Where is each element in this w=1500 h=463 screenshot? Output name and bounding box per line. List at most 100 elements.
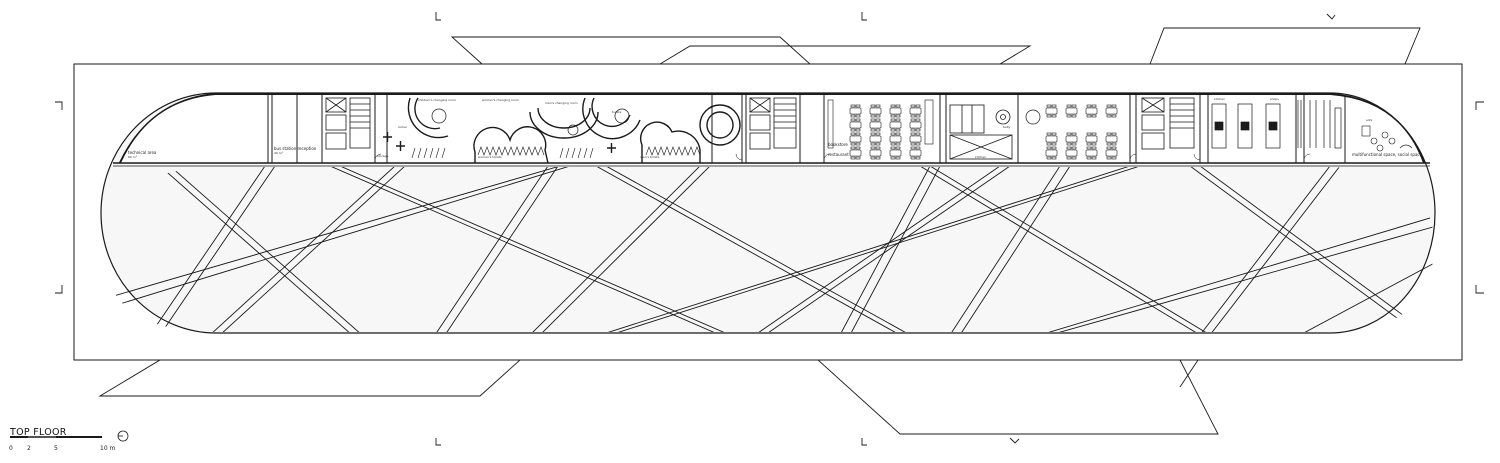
chair	[1091, 114, 1097, 118]
chair	[915, 114, 921, 118]
restaurant-table	[1085, 107, 1098, 115]
restaurant-table	[889, 135, 902, 143]
chair	[1091, 146, 1097, 150]
chair	[890, 146, 896, 150]
chair	[1071, 114, 1077, 118]
partitions	[267, 95, 1346, 163]
plus-symbols	[383, 132, 616, 153]
chair	[910, 118, 916, 122]
chair	[875, 104, 881, 108]
chair	[855, 132, 861, 136]
section-marker-top-2	[861, 12, 867, 21]
scale-tick-0: 0	[9, 445, 13, 452]
chair	[890, 128, 896, 132]
chair	[1071, 132, 1077, 136]
chair	[895, 118, 901, 122]
restaurant-table	[909, 107, 922, 115]
restaurant-table	[849, 149, 862, 157]
chair	[855, 114, 861, 118]
label-storage: storage	[377, 154, 389, 158]
scale-tick-2: 2	[27, 445, 31, 452]
label-baby: baby	[1003, 125, 1011, 129]
canopy-top-right	[1149, 27, 1421, 65]
chair	[1111, 104, 1117, 108]
chair	[890, 142, 896, 146]
service-shaft	[949, 134, 1013, 160]
label-bus-station: bus station reception	[274, 146, 317, 151]
chair	[850, 114, 856, 118]
scale-bar: TOP FLOOR 0 2 5 10 m	[9, 427, 129, 452]
chair	[870, 146, 876, 150]
room-labels: technical area 60 m² bus station recepti…	[128, 97, 1423, 159]
section-marker-left-2	[55, 285, 63, 294]
chair	[850, 142, 856, 146]
chair	[1051, 104, 1057, 108]
chair	[910, 114, 916, 118]
core-3-lift	[1141, 97, 1165, 113]
chair	[1111, 114, 1117, 118]
chair	[855, 118, 861, 122]
chair	[855, 146, 861, 150]
chair	[1091, 156, 1097, 160]
scale-tick-10: 10 m	[100, 445, 116, 452]
chair	[915, 146, 921, 150]
chair	[1106, 146, 1112, 150]
canopy-outlines	[98, 27, 1421, 435]
bookstore-shelf	[827, 99, 834, 149]
chair	[1106, 156, 1112, 160]
chair	[1066, 132, 1072, 136]
label-mens-changing: men's changing room	[545, 101, 578, 105]
chair	[875, 142, 881, 146]
restaurant-table	[869, 121, 882, 129]
restaurant-tables-left	[849, 104, 922, 160]
chair	[895, 114, 901, 118]
section-markers	[55, 12, 1484, 446]
restaurant-table	[889, 149, 902, 157]
chair	[855, 142, 861, 146]
canopy-bottom-mid	[816, 359, 1219, 435]
chair	[1111, 146, 1117, 150]
section-marker-top-1	[435, 12, 441, 21]
stair-cores	[325, 97, 1195, 160]
restaurant-table	[1045, 107, 1058, 115]
chair	[855, 156, 861, 160]
chair	[1066, 146, 1072, 150]
chair	[1046, 146, 1052, 150]
section-marker-bottom-1	[435, 438, 441, 446]
chair	[1111, 156, 1117, 160]
label-bus-station-sub: 40 m²	[274, 151, 284, 155]
chair	[1071, 142, 1077, 146]
chair	[1051, 156, 1057, 160]
label-shops: shops	[1270, 97, 1279, 101]
core-1-lift	[325, 97, 347, 113]
label-locker: locker	[398, 125, 408, 129]
restaurant-table	[1045, 135, 1058, 143]
restaurant-table	[909, 149, 922, 157]
chair	[1051, 146, 1057, 150]
chair	[1066, 142, 1072, 146]
chair	[870, 132, 876, 136]
chair	[1066, 114, 1072, 118]
chair	[875, 128, 881, 132]
chair	[915, 118, 921, 122]
chair	[910, 146, 916, 150]
restaurant-table	[1065, 149, 1078, 157]
chair	[870, 156, 876, 160]
chair	[895, 156, 901, 160]
chair	[890, 156, 896, 160]
restaurant-table	[849, 135, 862, 143]
chair	[850, 118, 856, 122]
chair	[915, 132, 921, 136]
restaurant-table	[869, 135, 882, 143]
restaurant-table	[849, 121, 862, 129]
chair	[890, 114, 896, 118]
restaurant-table	[869, 107, 882, 115]
kitchen-units	[1211, 100, 1342, 149]
restaurant-table	[889, 107, 902, 115]
restaurant-table	[909, 135, 922, 143]
chair	[850, 128, 856, 132]
chair	[1046, 142, 1052, 146]
chair	[890, 118, 896, 122]
chair	[895, 132, 901, 136]
